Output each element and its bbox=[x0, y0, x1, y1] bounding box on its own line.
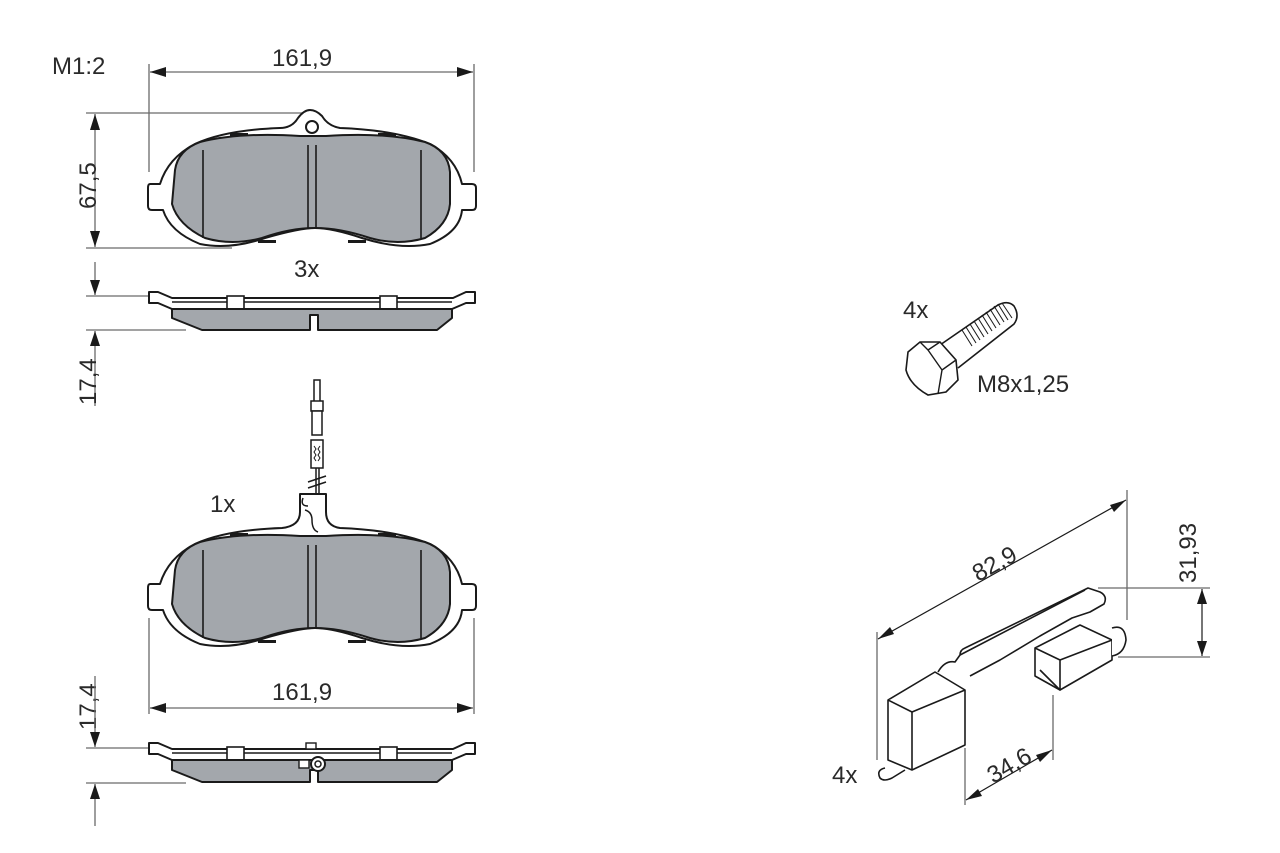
clip-quantity: 4x bbox=[832, 762, 857, 789]
pad-top-thickness-dim: 17,4 bbox=[75, 358, 102, 405]
pad-sensor-quantity: 1x bbox=[210, 491, 235, 518]
pad-with-sensor-front-view: 1x 161,9 bbox=[147, 379, 477, 714]
pad-top-height-dim: 67,5 bbox=[75, 162, 102, 209]
pad-top-side-view: 3x 17,4 bbox=[75, 256, 476, 406]
bolt-thread-spec: M8x1,25 bbox=[977, 371, 1069, 398]
pad-sensor-thickness-dim: 17,4 bbox=[75, 683, 102, 730]
pad-top-front-view: 161,9 67,5 bbox=[75, 45, 477, 249]
bolt-icon: 4x M8x1,25 bbox=[903, 297, 1069, 398]
scale-label: M1:2 bbox=[52, 53, 105, 80]
pad-with-sensor-side-view: 17,4 bbox=[75, 676, 476, 826]
pad-top-width-dim: 161,9 bbox=[272, 45, 332, 72]
bolt-quantity: 4x bbox=[903, 297, 928, 324]
clip-height-dim: 31,93 bbox=[1175, 523, 1202, 583]
pad-top-quantity: 3x bbox=[294, 256, 319, 283]
clip-spacing-dim: 34,6 bbox=[983, 742, 1037, 789]
pad-sensor-width-dim: 161,9 bbox=[272, 679, 332, 706]
clip-icon: 82,9 31,93 34,6 4x bbox=[832, 490, 1210, 805]
clip-length-dim: 82,9 bbox=[968, 541, 1022, 587]
wear-sensor-icon bbox=[307, 379, 327, 500]
